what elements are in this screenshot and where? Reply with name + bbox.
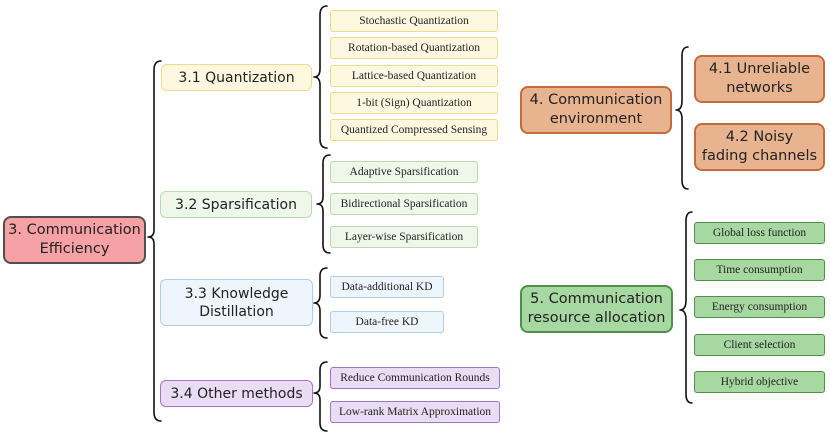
unreliable-networks-node: 4.1 Unreliable networks [694, 55, 825, 103]
leaf-stochastic-quantization: Stochastic Quantization [330, 10, 498, 32]
leaf-low-rank-approximation: Low-rank Matrix Approximation [330, 401, 500, 423]
leaf-quantized-compressed-sensing: Quantized Compressed Sensing [330, 119, 498, 141]
leaf-bidirectional-sparsification: Bidirectional Sparsification [330, 193, 478, 215]
other-brace [313, 361, 328, 432]
leaf-adaptive-sparsification: Adaptive Sparsification [330, 161, 478, 183]
resource-allocation-node: 5. Communication resource allocation [520, 285, 673, 333]
environment-brace [675, 46, 689, 190]
sparsification-node: 3.2 Sparsification [160, 191, 312, 218]
leaf-data-free-kd: Data-free KD [330, 311, 444, 333]
leaf-hybrid-objective: Hybrid objective [694, 371, 825, 393]
resource-brace [679, 211, 693, 404]
leaf-lattice-quantization: Lattice-based Quantization [330, 65, 498, 87]
root-node: 3. Communication Efficiency [3, 216, 146, 264]
leaf-client-selection: Client selection [694, 334, 825, 356]
leaf-energy-consumption: Energy consumption [694, 296, 825, 318]
sparsification-brace [316, 154, 331, 254]
knowledge-distillation-node: 3.3 Knowledge Distillation [160, 279, 313, 326]
noisy-fading-channels-node: 4.2 Noisy fading channels [694, 123, 825, 171]
leaf-global-loss-function: Global loss function [694, 222, 825, 244]
environment-node: 4. Communication environment [520, 86, 672, 134]
other-methods-node: 3.4 Other methods [160, 380, 313, 407]
leaf-reduce-communication-rounds: Reduce Communication Rounds [330, 367, 500, 389]
leaf-rotation-quantization: Rotation-based Quantization [330, 37, 498, 59]
leaf-data-additional-kd: Data-additional KD [330, 276, 444, 298]
quantization-brace [313, 5, 328, 149]
quantization-node: 3.1 Quantization [161, 64, 312, 91]
leaf-layerwise-sparsification: Layer-wise Sparsification [330, 226, 478, 248]
leaf-time-consumption: Time consumption [694, 259, 825, 281]
leaf-sign-quantization: 1-bit (Sign) Quantization [330, 92, 498, 114]
kd-brace [313, 267, 328, 339]
root-brace [147, 60, 162, 422]
